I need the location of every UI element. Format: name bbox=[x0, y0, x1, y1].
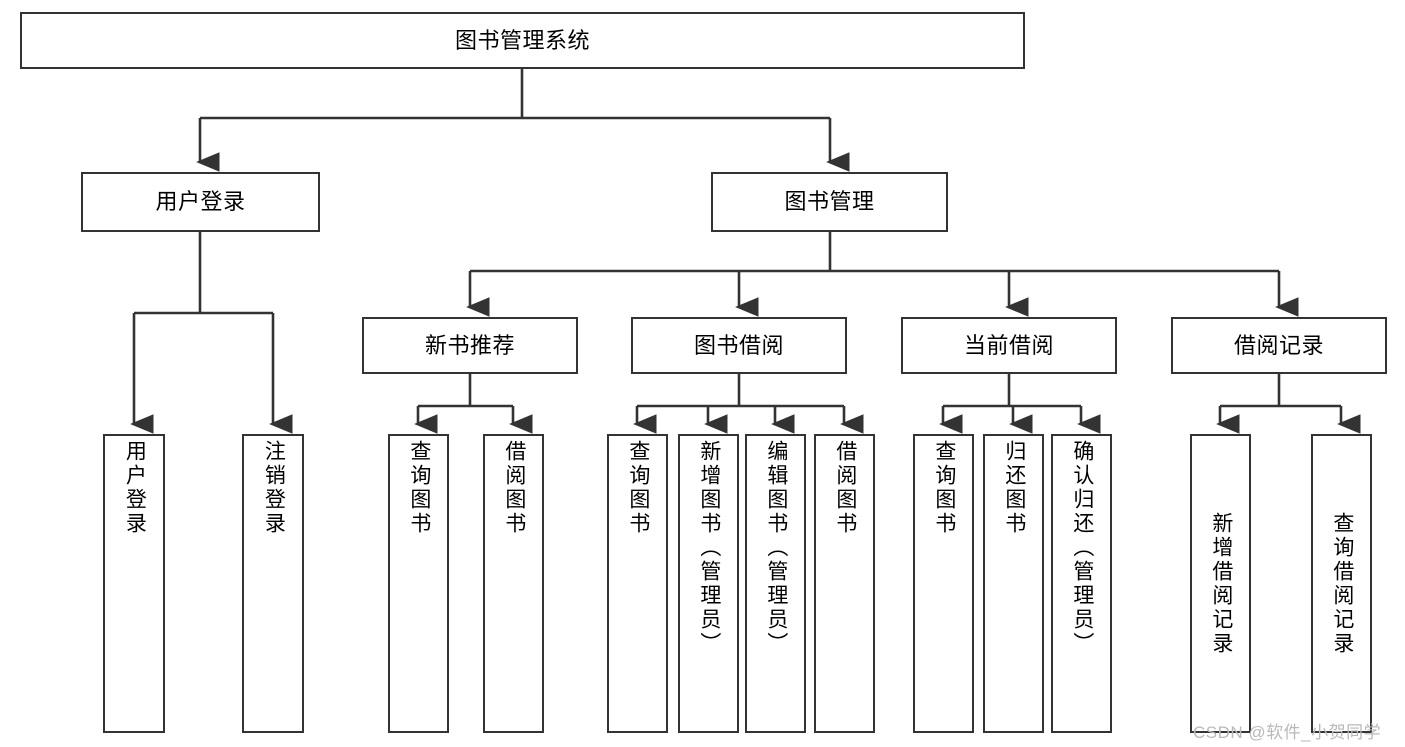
node-book-management[interactable]: 图书管理 bbox=[711, 172, 948, 232]
node-leaf-user-login-label: 用户登录 bbox=[123, 440, 147, 536]
node-leaf-edit-book[interactable]: 编辑图书（管理员） bbox=[745, 434, 806, 733]
node-leaf-add-record-label: 新增借阅记录 bbox=[1209, 511, 1233, 656]
node-leaf-query-book-1-label: 查询图书 bbox=[407, 440, 431, 536]
node-leaf-borrow-book-2[interactable]: 借阅图书 bbox=[814, 434, 875, 733]
node-leaf-query-book-2[interactable]: 查询图书 bbox=[607, 434, 668, 733]
node-leaf-query-record-label: 查询借阅记录 bbox=[1330, 511, 1354, 656]
node-leaf-add-record[interactable]: 新增借阅记录 bbox=[1190, 434, 1251, 733]
node-current-borrow[interactable]: 当前借阅 bbox=[901, 317, 1117, 374]
node-new-book-recommend[interactable]: 新书推荐 bbox=[362, 317, 578, 374]
node-book-borrow[interactable]: 图书借阅 bbox=[631, 317, 847, 374]
node-user-login-label: 用户登录 bbox=[155, 189, 246, 215]
node-leaf-user-logout[interactable]: 注销登录 bbox=[242, 434, 304, 733]
node-leaf-query-book-1[interactable]: 查询图书 bbox=[388, 434, 449, 733]
node-leaf-borrow-book-2-label: 借阅图书 bbox=[833, 440, 857, 536]
node-leaf-query-book-3-label: 查询图书 bbox=[932, 440, 956, 536]
node-borrow-record-label: 借阅记录 bbox=[1233, 332, 1324, 358]
node-current-borrow-label: 当前借阅 bbox=[963, 332, 1054, 358]
node-leaf-return-book[interactable]: 归还图书 bbox=[983, 434, 1044, 733]
node-new-book-recommend-label: 新书推荐 bbox=[424, 332, 515, 358]
node-leaf-query-book-3[interactable]: 查询图书 bbox=[913, 434, 974, 733]
node-leaf-user-login[interactable]: 用户登录 bbox=[103, 434, 165, 733]
node-user-login[interactable]: 用户登录 bbox=[81, 172, 320, 232]
node-leaf-confirm-return-label: 确认归还（管理员） bbox=[1070, 440, 1094, 656]
node-leaf-confirm-return[interactable]: 确认归还（管理员） bbox=[1051, 434, 1112, 733]
node-book-management-label: 图书管理 bbox=[784, 189, 875, 215]
node-book-borrow-label: 图书借阅 bbox=[693, 332, 784, 358]
node-leaf-borrow-book-1-label: 借阅图书 bbox=[502, 440, 526, 536]
node-borrow-record[interactable]: 借阅记录 bbox=[1171, 317, 1387, 374]
node-leaf-query-book-2-label: 查询图书 bbox=[626, 440, 650, 536]
node-leaf-edit-book-label: 编辑图书（管理员） bbox=[764, 440, 788, 656]
node-root[interactable]: 图书管理系统 bbox=[20, 12, 1025, 69]
node-leaf-add-book-label: 新增图书（管理员） bbox=[697, 440, 721, 656]
node-leaf-return-book-label: 归还图书 bbox=[1002, 440, 1026, 536]
node-leaf-user-logout-label: 注销登录 bbox=[262, 440, 286, 536]
node-leaf-query-record[interactable]: 查询借阅记录 bbox=[1311, 434, 1372, 733]
csdn-watermark: CSDN @软件_小贺同学 bbox=[1193, 723, 1382, 742]
node-leaf-add-book[interactable]: 新增图书（管理员） bbox=[678, 434, 739, 733]
node-root-label: 图书管理系统 bbox=[454, 27, 590, 53]
node-leaf-borrow-book-1[interactable]: 借阅图书 bbox=[483, 434, 544, 733]
